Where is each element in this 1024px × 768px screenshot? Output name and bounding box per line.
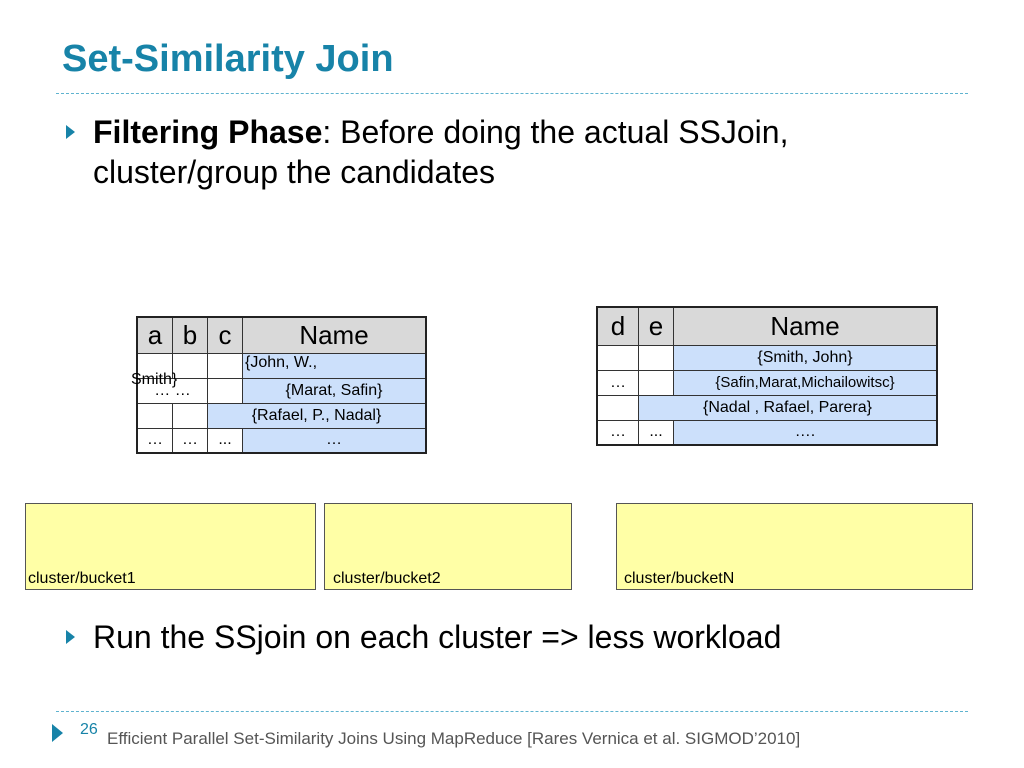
table-cell-name: {Smith, John}: [673, 344, 938, 371]
bullet-text-line1: : Before doing the actual SSJoin,: [322, 114, 789, 150]
table-row: {John, W.,: [136, 352, 427, 379]
footer-divider: [56, 711, 968, 712]
table-cell-name: {Safin,Marat,Michailowitsc}: [673, 369, 938, 396]
bullet-arrow-icon: [66, 125, 75, 139]
cluster-bucket-1: cluster/bucket1: [25, 503, 316, 590]
table-row: … {Safin,Marat,Michailowitsc}: [596, 369, 938, 396]
table-cell-name: {Marat, Safin}: [242, 377, 427, 404]
table-row: {Nadal , Rafael, Parera}: [596, 394, 938, 421]
table-row: … … {Marat, Safin}: [136, 377, 427, 404]
table-cell: [172, 402, 208, 429]
table-row: … … ... …: [136, 427, 427, 454]
table-cell-name: {Nadal , Rafael, Parera}: [638, 394, 938, 421]
table-cell: …: [596, 419, 639, 446]
bullet-filtering-phase: Filtering Phase: Before doing the actual…: [93, 112, 788, 192]
table-cell: [596, 394, 639, 421]
table-left: a b c Name {John, W., … … {Marat, Safin}…: [136, 316, 427, 454]
table-cell: …: [136, 427, 173, 454]
page-number: 26: [80, 721, 98, 738]
bullet-arrow-icon: [66, 630, 75, 644]
footer-arrow-icon: [52, 724, 63, 742]
table-left-overflow-text: Smith}: [131, 371, 178, 388]
slide-title: Set-Similarity Join: [62, 38, 394, 80]
table-cell: ...: [207, 427, 243, 454]
bullet-run-ssjoin: Run the SSjoin on each cluster => less w…: [93, 619, 782, 655]
table-cell: [638, 369, 674, 396]
table-cell-name: {Rafael, P., Nadal}: [207, 402, 427, 429]
bullet-bold-term: Filtering Phase: [93, 114, 323, 150]
table-cell: [207, 377, 243, 404]
cluster-bucket-n: cluster/bucketN: [616, 503, 973, 590]
table-right-header-name: Name: [673, 306, 938, 346]
table-right-header-d: d: [596, 306, 639, 346]
table-cell: …: [596, 369, 639, 396]
table-cell: [596, 344, 639, 371]
table-cell: [207, 352, 243, 379]
table-cell: [136, 402, 173, 429]
table-right: d e Name {Smith, John} … {Safin,Marat,Mi…: [596, 306, 938, 446]
table-cell: [638, 344, 674, 371]
table-cell: …: [172, 427, 208, 454]
table-left-header-a: a: [136, 316, 173, 354]
table-cell: [172, 352, 208, 379]
table-right-header-e: e: [638, 306, 674, 346]
bucket-label: cluster/bucket1: [28, 570, 136, 587]
table-row: … ... ….: [596, 419, 938, 446]
title-divider: [56, 93, 968, 94]
table-left-header-b: b: [172, 316, 208, 354]
table-cell-name: ….: [673, 419, 938, 446]
footer-citation: Efficient Parallel Set-Similarity Joins …: [107, 729, 801, 748]
table-row: {Smith, John}: [596, 344, 938, 371]
bullet-text-line2: cluster/group the candidates: [93, 154, 496, 190]
table-row: {Rafael, P., Nadal}: [136, 402, 427, 429]
table-left-header-name: Name: [242, 316, 427, 354]
table-left-header-c: c: [207, 316, 243, 354]
table-cell-name: {John, W.,: [242, 352, 427, 379]
cluster-bucket-2: cluster/bucket2: [324, 503, 572, 590]
bucket-label: cluster/bucketN: [624, 570, 735, 587]
table-cell-name: …: [242, 427, 427, 454]
bucket-label: cluster/bucket2: [333, 570, 441, 587]
table-cell: ...: [638, 419, 674, 446]
